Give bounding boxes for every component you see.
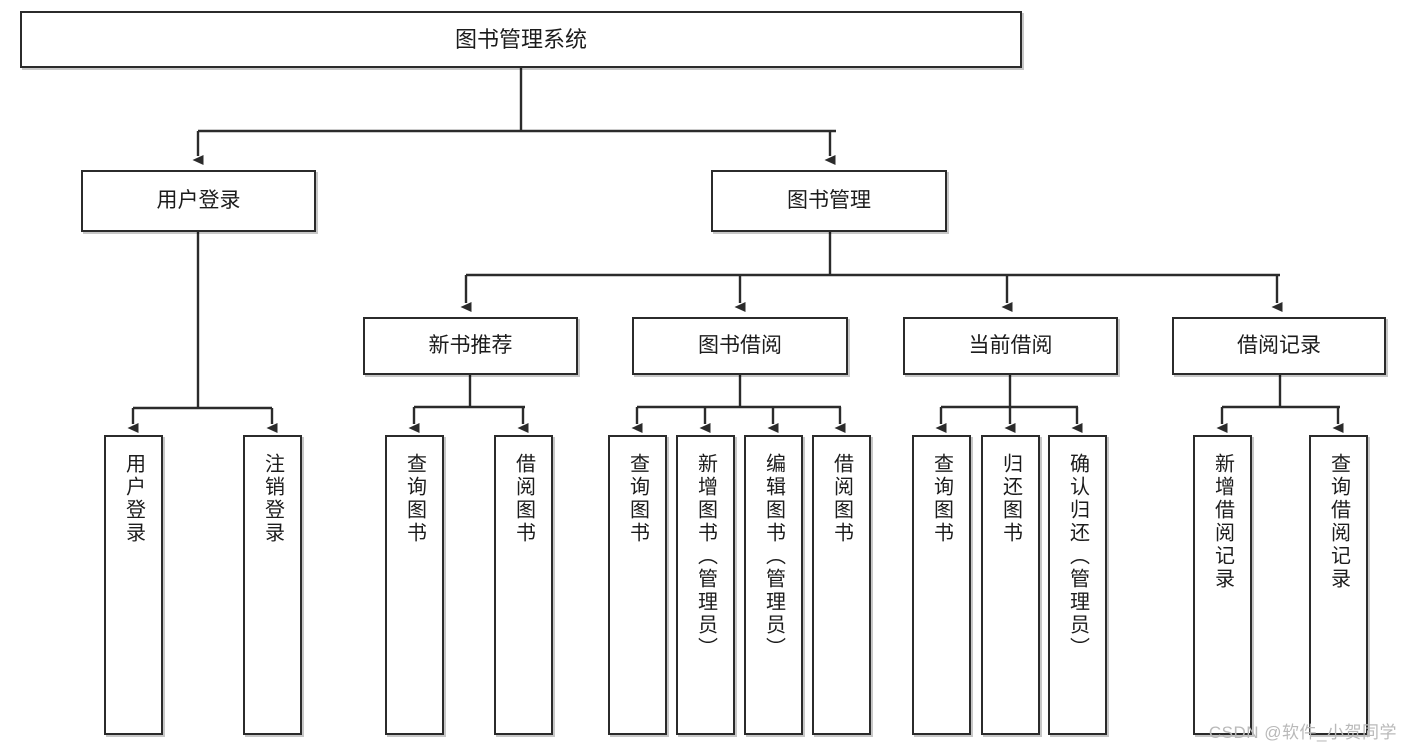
node-leaf-query-book-3[interactable]: 查询图书: [912, 435, 971, 735]
node-borrow-record-label: 借阅记录: [1237, 333, 1321, 357]
node-root[interactable]: 图书管理系统: [20, 11, 1022, 68]
node-leaf-add-borrow-record[interactable]: 新增借阅记录: [1193, 435, 1252, 735]
node-user-login[interactable]: 用户登录: [81, 170, 316, 232]
node-book-borrow[interactable]: 图书借阅: [632, 317, 848, 375]
node-leaf-add-book-admin[interactable]: 新增图书（管理员）: [676, 435, 735, 735]
node-leaf-query-borrow-record[interactable]: 查询借阅记录: [1309, 435, 1368, 735]
node-leaf-return-book[interactable]: 归还图书: [981, 435, 1040, 735]
node-current-borrow[interactable]: 当前借阅: [903, 317, 1118, 375]
node-leaf-borrow-book-2-label: 借阅图书: [830, 453, 853, 545]
node-leaf-query-borrow-record-label: 查询借阅记录: [1327, 453, 1350, 591]
node-leaf-add-borrow-record-label: 新增借阅记录: [1211, 453, 1234, 591]
node-leaf-edit-book-admin[interactable]: 编辑图书（管理员）: [744, 435, 803, 735]
node-leaf-query-book-1-label: 查询图书: [403, 453, 426, 545]
node-current-borrow-label: 当前借阅: [968, 333, 1053, 357]
node-leaf-user-login[interactable]: 用户登录: [104, 435, 163, 735]
node-leaf-user-login-label: 用户登录: [122, 453, 145, 545]
node-book-borrow-label: 图书借阅: [698, 333, 782, 357]
node-leaf-query-book-1[interactable]: 查询图书: [385, 435, 444, 735]
node-root-label: 图书管理系统: [454, 26, 587, 52]
node-leaf-query-book-2[interactable]: 查询图书: [608, 435, 667, 735]
node-leaf-query-book-2-label: 查询图书: [626, 453, 649, 545]
node-book-manage[interactable]: 图书管理: [711, 170, 947, 232]
node-leaf-logout-login[interactable]: 注销登录: [243, 435, 302, 735]
node-leaf-confirm-return-admin[interactable]: 确认归还（管理员）: [1048, 435, 1107, 735]
node-user-login-label: 用户登录: [156, 188, 241, 212]
node-new-book-recommend-label: 新书推荐: [428, 333, 513, 357]
node-leaf-query-book-3-label: 查询图书: [930, 453, 953, 545]
node-leaf-borrow-book-2[interactable]: 借阅图书: [812, 435, 871, 735]
node-leaf-add-book-admin-label: 新增图书（管理员）: [694, 453, 717, 660]
node-book-manage-label: 图书管理: [787, 188, 871, 212]
node-leaf-confirm-return-admin-label: 确认归还（管理员）: [1066, 453, 1089, 660]
node-leaf-edit-book-admin-label: 编辑图书（管理员）: [762, 453, 785, 660]
node-borrow-record[interactable]: 借阅记录: [1172, 317, 1386, 375]
node-leaf-borrow-book-1-label: 借阅图书: [512, 453, 535, 545]
node-leaf-logout-login-label: 注销登录: [261, 453, 284, 545]
node-leaf-borrow-book-1[interactable]: 借阅图书: [494, 435, 553, 735]
node-new-book-recommend[interactable]: 新书推荐: [363, 317, 578, 375]
node-leaf-return-book-label: 归还图书: [999, 453, 1022, 545]
